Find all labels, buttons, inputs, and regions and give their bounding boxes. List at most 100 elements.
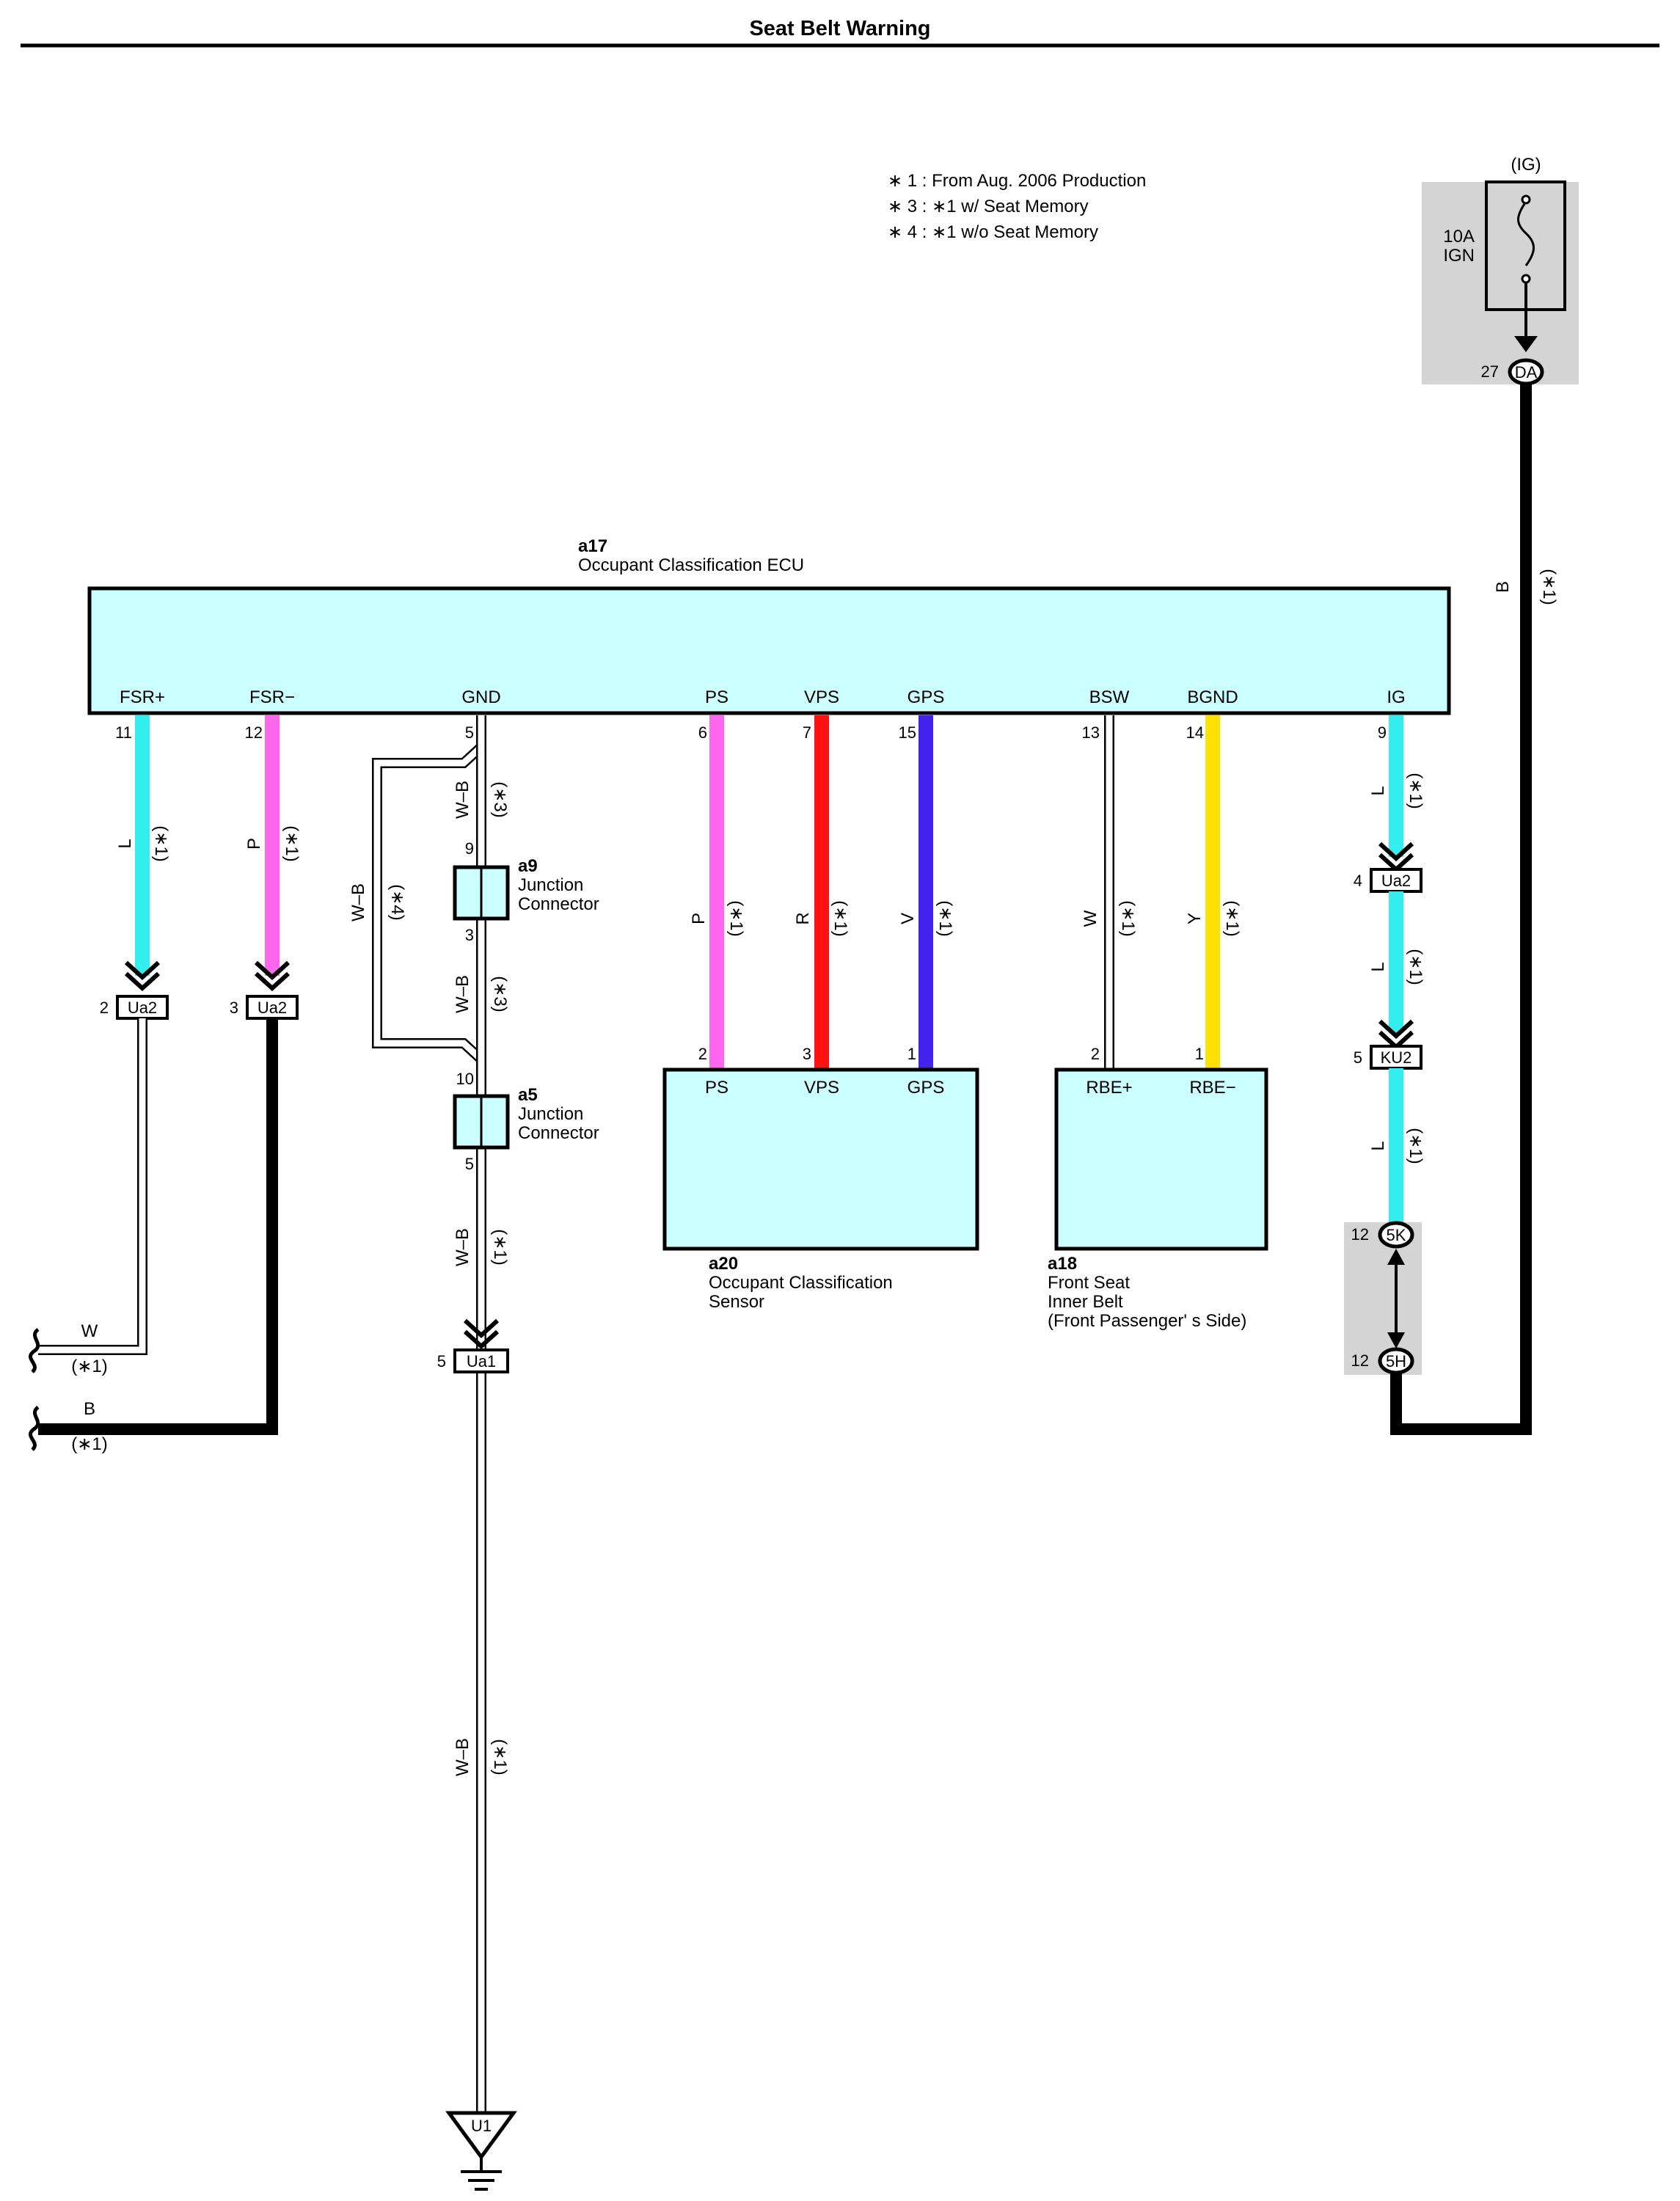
- connector-5k-5h-area: [1344, 1222, 1422, 1375]
- wire-break-b-icon: [29, 1405, 40, 1451]
- wire-b-main-note: (∗1): [1539, 569, 1559, 605]
- wire-bgnd-note: (∗1): [1222, 900, 1242, 936]
- svg-text:W–B: W–B: [453, 975, 472, 1013]
- ecu-term-ps: PS: [705, 687, 728, 707]
- connector-5k-label: 5K: [1387, 1226, 1406, 1244]
- ecu-term-bgnd: BGND: [1187, 687, 1238, 707]
- svg-text:(∗1): (∗1): [1539, 569, 1559, 605]
- belt-a18-line1: Front Seat: [1048, 1273, 1130, 1293]
- connector-ua2-ig-pin: 4: [1354, 872, 1362, 890]
- ecu-pin-bgnd: 14: [1186, 723, 1204, 742]
- wire-ig-3-color: L: [1368, 1141, 1388, 1150]
- wire-gnd-a9-color: W–B: [453, 781, 472, 819]
- svg-text:(∗1): (∗1): [1406, 949, 1425, 985]
- junction-a5-pin-bottom: 5: [465, 1155, 474, 1173]
- svg-text:(∗1): (∗1): [282, 825, 302, 861]
- fuse-terminal-top: [1521, 194, 1531, 205]
- connector-ua2-fsr-minus-pin: 3: [230, 999, 238, 1017]
- wire-fsr-minus-note: (∗1): [282, 825, 302, 861]
- wire-gnd-ua1-note: (∗1): [490, 1229, 510, 1265]
- wire-gnd-bypass-note: (∗4): [387, 884, 407, 920]
- connector-ua1-pin: 5: [437, 1352, 446, 1370]
- ecu-term-gnd: GND: [461, 687, 500, 707]
- sensor-a20-pin-gps: 1: [907, 1045, 916, 1063]
- connector-ua2-fsr-minus: [246, 995, 299, 1020]
- ecu-box: [87, 586, 1451, 715]
- wire-gnd-u1-note: (∗1): [490, 1739, 510, 1775]
- fuse-icon: [1517, 201, 1535, 266]
- page-title: Seat Belt Warning: [749, 17, 930, 40]
- svg-text:(∗3): (∗3): [490, 976, 510, 1012]
- connector-5k: [1378, 1221, 1414, 1249]
- svg-text:L: L: [1368, 1141, 1388, 1150]
- ecu-pin-ps: 6: [698, 723, 707, 742]
- belt-a18-line3: (Front Passenger' s Side): [1048, 1311, 1246, 1331]
- svg-text:W: W: [1081, 910, 1100, 927]
- wire-out-w-color: W: [81, 1321, 98, 1341]
- svg-text:V: V: [898, 913, 918, 924]
- svg-text:P: P: [689, 913, 709, 924]
- svg-text:W–B: W–B: [348, 883, 368, 921]
- wire-out-b-color: B: [84, 1399, 95, 1419]
- wire-b-main-labels: B: [1493, 581, 1513, 593]
- connector-ua2-fsr-plus-label: Ua2: [128, 999, 157, 1017]
- ecu-term-gps: GPS: [907, 687, 945, 707]
- junction-a5-line1: Junction: [518, 1104, 583, 1124]
- svg-text:W–B: W–B: [453, 1228, 472, 1266]
- wire-fsr-plus-color: L: [115, 839, 135, 848]
- svg-text:(∗1): (∗1): [490, 1739, 510, 1775]
- wire-out-w-inner: [38, 1018, 146, 1354]
- wire-vps-color: R: [793, 912, 813, 924]
- wire-break-w-icon: [29, 1327, 40, 1373]
- svg-text:Y: Y: [1185, 913, 1205, 924]
- connector-ua2-fsr-plus-pin: 2: [100, 999, 109, 1017]
- connector-ku2: [1370, 1045, 1422, 1070]
- sensor-a20-term-gps: GPS: [907, 1078, 945, 1098]
- sensor-a20-pin-vps: 3: [803, 1045, 811, 1063]
- junction-a5-line2: Connector: [518, 1123, 599, 1143]
- svg-text:L: L: [1368, 786, 1388, 795]
- belt-a18-box: [1054, 1067, 1268, 1251]
- belt-a18-pin-rbe-plus: 2: [1091, 1045, 1100, 1063]
- sensor-a20-line1: Occupant Classification: [709, 1273, 893, 1293]
- svg-text:B: B: [1493, 581, 1513, 593]
- svg-text:(∗1): (∗1): [726, 900, 746, 936]
- junction-a9-pin-top: 9: [465, 839, 474, 858]
- junction-a9-line2: Connector: [518, 894, 599, 914]
- ecu-term-vps: VPS: [804, 687, 839, 707]
- fuse-source-label: (IG): [1511, 155, 1541, 175]
- connector-ua2-fsr-minus-label: Ua2: [258, 999, 287, 1017]
- wire-ig-2-color: L: [1368, 962, 1388, 971]
- fuse-name: IGN: [1443, 246, 1475, 266]
- wire-gnd-bypass-inner: [373, 744, 484, 1062]
- connector-da-label: DA: [1515, 363, 1538, 382]
- note-1: ∗ 1 : From Aug. 2006 Production: [888, 171, 1146, 191]
- wire-ig-3-note: (∗1): [1406, 1128, 1425, 1164]
- ground-triangle: [445, 2111, 517, 2161]
- wire-gnd-a5-color: W–B: [453, 975, 472, 1013]
- ecu-term-fsr-minus: FSR−: [249, 687, 295, 707]
- ecu-id: a17: [578, 536, 607, 556]
- connector-5h-label: 5H: [1386, 1352, 1406, 1370]
- wire-ig-1-color: L: [1368, 786, 1388, 795]
- svg-text:(∗1): (∗1): [1118, 900, 1138, 936]
- sensor-a20-line2: Sensor: [709, 1292, 764, 1312]
- connector-ua2-fsr-plus: [116, 995, 169, 1020]
- svg-text:(∗1): (∗1): [151, 825, 171, 861]
- wire-out-w: [38, 1018, 147, 1355]
- wire-fsr-plus-note: (∗1): [151, 825, 171, 861]
- svg-text:(∗4): (∗4): [387, 884, 407, 920]
- belt-a18-id: a18: [1048, 1254, 1077, 1274]
- note-3: ∗ 3 : ∗1 w/ Seat Memory: [888, 197, 1089, 216]
- wire-ps-color: P: [689, 913, 709, 924]
- chevron-down-icon: [463, 1318, 500, 1350]
- wire-bsw-color: W: [1081, 910, 1100, 927]
- belt-a18-term-rbe-plus: RBE+: [1086, 1078, 1132, 1098]
- belt-a18-pin-rbe-minus: 1: [1195, 1045, 1204, 1063]
- junction-a9-line1: Junction: [518, 875, 583, 895]
- svg-text:L: L: [1368, 962, 1388, 971]
- wire-out-w-note: (∗1): [71, 1357, 107, 1376]
- sensor-a20-pin-ps: 2: [698, 1045, 707, 1063]
- wire-vps-note: (∗1): [830, 900, 850, 936]
- wire-bsw-note: (∗1): [1118, 900, 1138, 936]
